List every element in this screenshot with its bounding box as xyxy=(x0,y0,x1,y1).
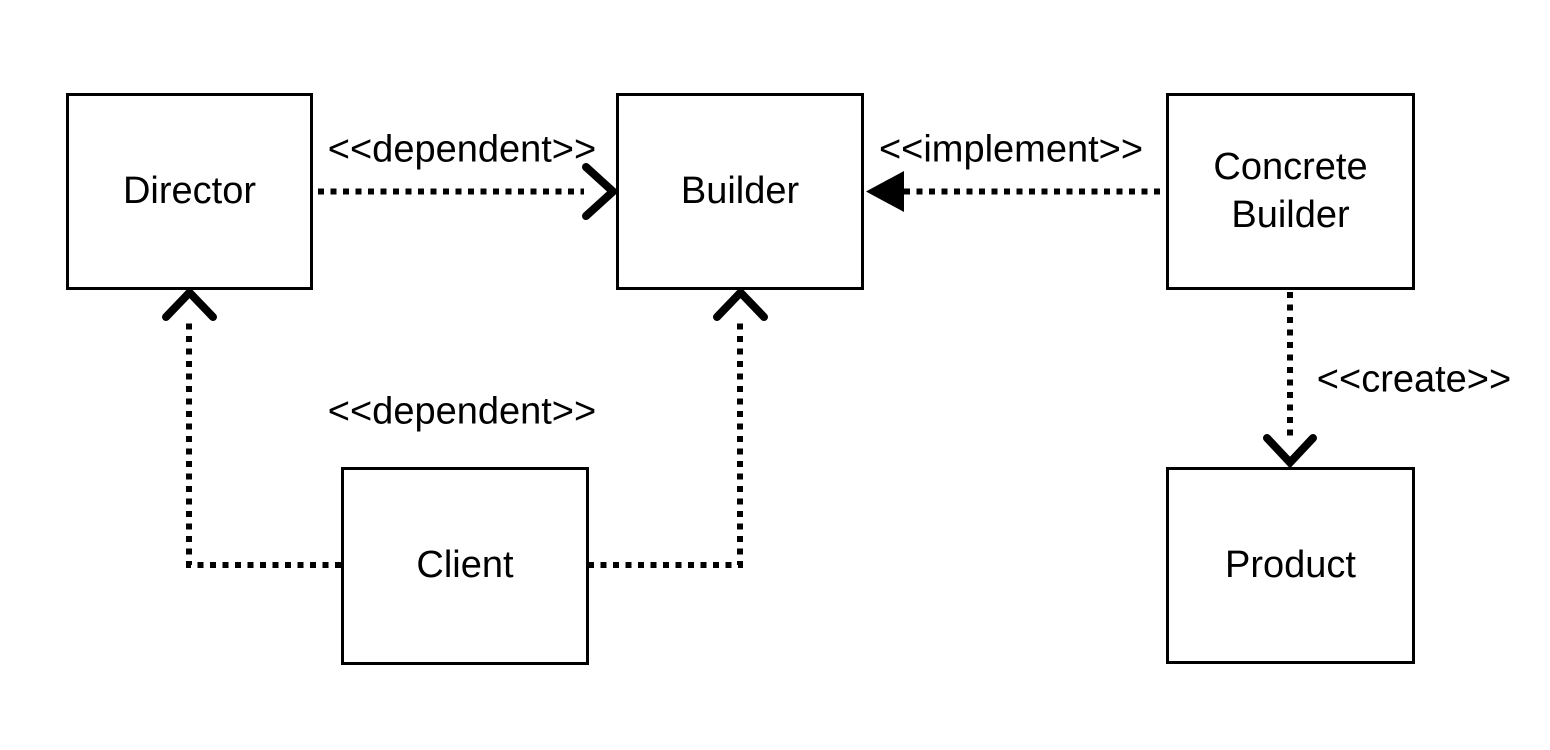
edge-concretebuilder-product[interactable] xyxy=(1263,292,1317,469)
edge-client-director[interactable] xyxy=(162,286,341,568)
filled-triangle-arrowhead-icon xyxy=(866,171,904,212)
open-chevron-arrowhead-icon xyxy=(162,286,217,321)
node-concrete-builder[interactable]: Concrete Builder xyxy=(1166,93,1415,290)
edge-line xyxy=(186,319,341,568)
node-director[interactable]: Director xyxy=(66,93,313,290)
edge-client-builder[interactable] xyxy=(588,286,768,568)
node-concrete-builder-label: Concrete Builder xyxy=(1213,146,1368,236)
node-client-label: Client xyxy=(416,544,514,587)
open-chevron-arrowhead-icon xyxy=(713,286,768,321)
node-product[interactable]: Product xyxy=(1166,467,1415,664)
edge-concretebuilder-builder[interactable] xyxy=(866,171,1165,212)
edge-director-builder[interactable] xyxy=(318,163,619,220)
edge-label-dependent-client: <<dependent>> xyxy=(327,390,597,433)
node-director-label: Director xyxy=(122,169,257,212)
open-chevron-arrowhead-icon xyxy=(1263,434,1317,469)
edge-line xyxy=(588,319,743,568)
node-product-label: Product xyxy=(1225,543,1356,586)
node-builder[interactable]: Builder xyxy=(616,93,864,290)
node-builder-label: Builder xyxy=(680,169,800,212)
node-client[interactable]: Client xyxy=(341,467,589,665)
open-chevron-arrowhead-icon xyxy=(582,163,619,220)
edge-label-create: <<create>> xyxy=(1316,358,1512,401)
edge-label-dependent-director-builder: <<dependent>> xyxy=(327,128,597,171)
edge-label-implement: <<implement>> xyxy=(878,128,1144,171)
